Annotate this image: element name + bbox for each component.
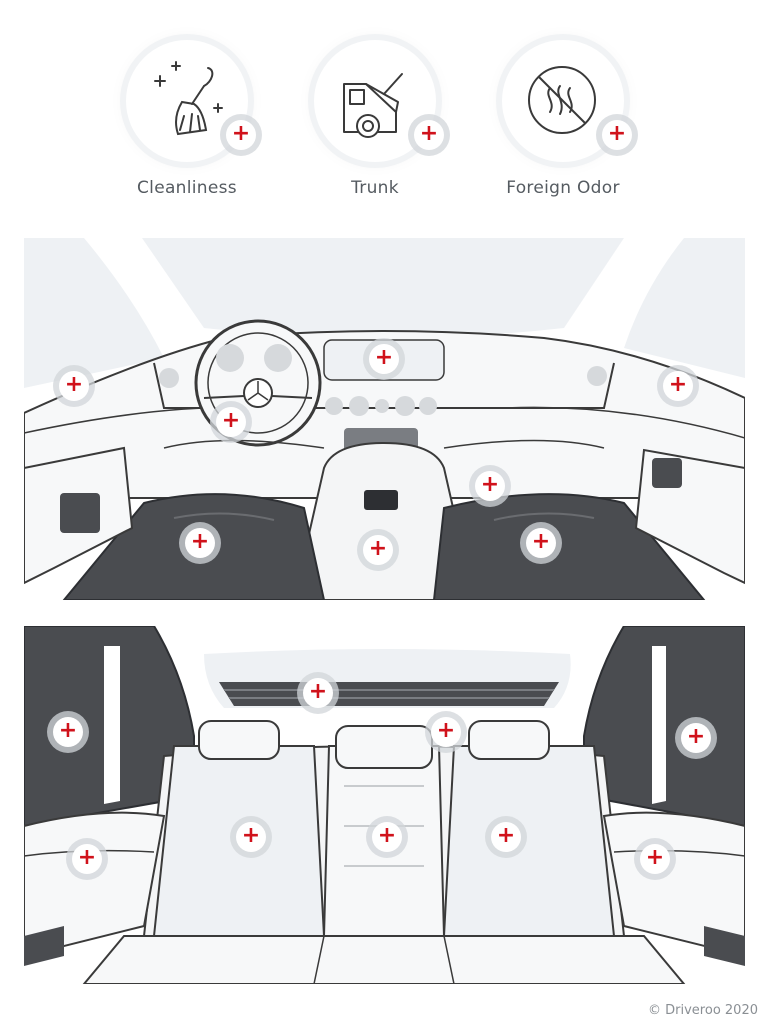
rear-interior-illustration — [24, 626, 745, 984]
plus-icon: + — [436, 718, 456, 743]
plus-icon: + — [496, 823, 516, 848]
broom-sparkle-icon — [154, 61, 223, 136]
cleanliness-hotspot[interactable]: + — [226, 120, 256, 150]
hotspot-passenger-seat[interactable]: + — [526, 528, 556, 558]
car-trunk-icon — [343, 73, 403, 138]
hotspot-front-passenger-area[interactable]: + — [475, 471, 505, 501]
hotspot-rear-right-window[interactable]: + — [681, 723, 711, 753]
plus-icon: + — [419, 121, 439, 146]
hotspot-rear-right-seat[interactable]: + — [491, 822, 521, 852]
plus-icon: + — [480, 472, 500, 497]
hotspot-steering-wheel[interactable]: + — [216, 407, 246, 437]
hotspot-rear-window[interactable]: + — [303, 678, 333, 708]
copyright-text: © Driveroo 2020 — [648, 1003, 758, 1018]
category-label-foreign-odor: Foreign Odor — [506, 178, 620, 198]
trunk-circle: + — [314, 40, 444, 162]
hotspot-rear-left-window[interactable]: + — [53, 717, 83, 747]
hotspot-rear-middle-seat[interactable]: + — [372, 822, 402, 852]
plus-icon: + — [190, 529, 210, 554]
rear-interior-panel: + + + + + + + + + — [24, 626, 745, 984]
no-odor-icon — [528, 66, 596, 134]
plus-icon: + — [77, 845, 97, 870]
odor-circle: + — [502, 40, 632, 162]
hotspot-driver-seat[interactable]: + — [185, 528, 215, 558]
hotspot-rear-headrest[interactable]: + — [431, 717, 461, 747]
plus-icon: + — [607, 121, 627, 146]
hotspot-rear-left-seat[interactable]: + — [236, 822, 266, 852]
category-label-cleanliness: Cleanliness — [137, 178, 237, 198]
trunk-hotspot[interactable]: + — [414, 120, 444, 150]
hotspot-front-right-pillar[interactable]: + — [663, 371, 693, 401]
hotspot-rear-left-door[interactable]: + — [72, 844, 102, 874]
plus-icon: + — [645, 845, 665, 870]
plus-icon: + — [221, 408, 241, 433]
plus-icon: + — [686, 724, 706, 749]
plus-icon: + — [368, 536, 388, 561]
plus-icon: + — [308, 679, 328, 704]
category-foreign-odor: + Foreign Odor — [488, 40, 638, 198]
cleanliness-circle: + — [126, 40, 256, 162]
hotspot-center-console[interactable]: + — [363, 535, 393, 565]
plus-icon: + — [377, 823, 397, 848]
front-interior-panel: + + + + + + + + — [24, 238, 745, 600]
plus-icon: + — [58, 718, 78, 743]
plus-icon: + — [374, 345, 394, 370]
plus-icon: + — [668, 372, 688, 397]
plus-icon: + — [241, 823, 261, 848]
category-trunk: + Trunk — [300, 40, 450, 198]
plus-icon: + — [231, 121, 251, 146]
odor-hotspot[interactable]: + — [602, 120, 632, 150]
hotspot-dashboard-display[interactable]: + — [369, 344, 399, 374]
category-cleanliness: + Cleanliness — [112, 40, 262, 198]
plus-icon: + — [64, 372, 84, 397]
hotspot-rear-right-door[interactable]: + — [640, 844, 670, 874]
plus-icon: + — [531, 529, 551, 554]
category-label-trunk: Trunk — [351, 178, 399, 198]
hotspot-front-left-pillar[interactable]: + — [59, 371, 89, 401]
